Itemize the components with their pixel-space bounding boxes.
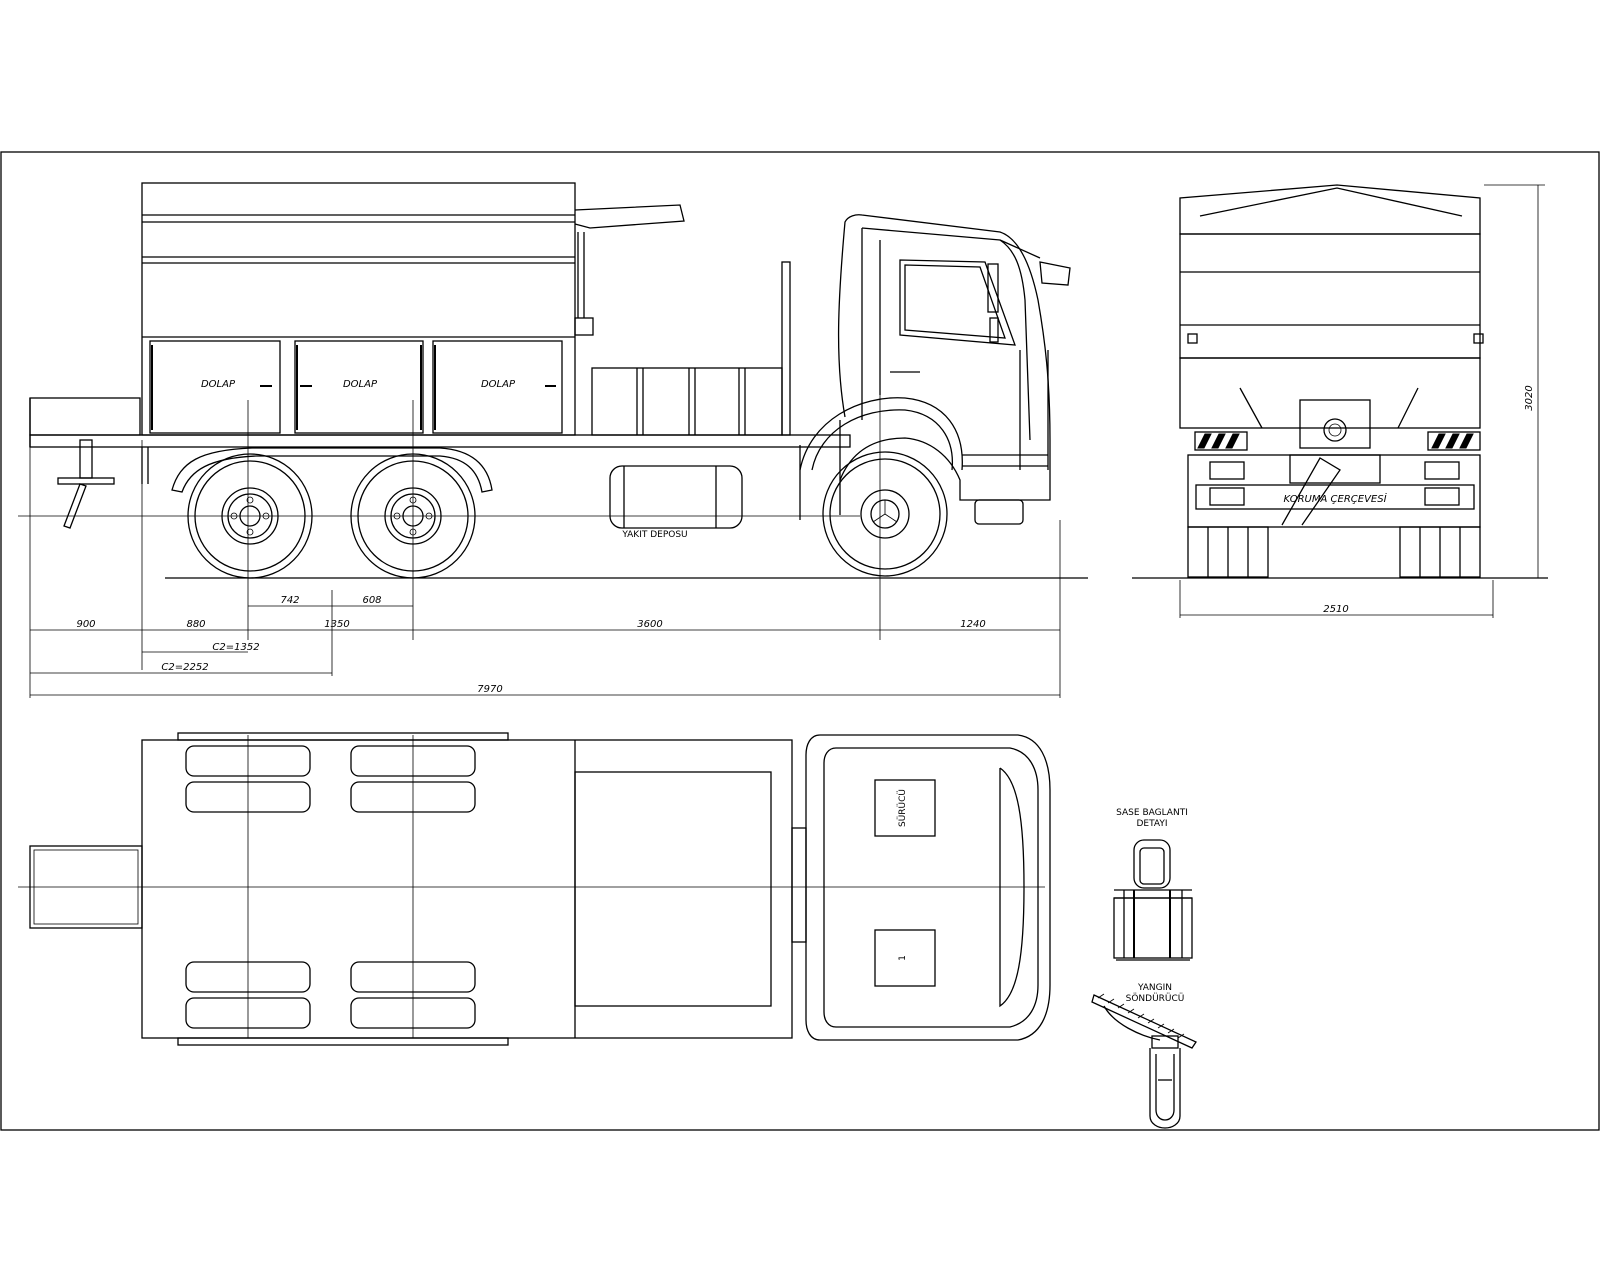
fire-extinguisher-detail: YANGIN SÖNDÜRÜCÜ [1091,983,1197,1129]
driver-seat [874,779,936,837]
dim-total: 7970 [477,684,502,695]
dim-900: 900 [76,619,95,630]
dim-608: 608 [362,595,381,606]
dim-c2-2252: C2=2252 [161,662,208,673]
passenger-seat-label: 1 [898,955,908,961]
dim-c2-1352: C2=1352 [212,642,259,653]
dim-880: 880 [186,619,205,630]
side-compartment-2 [294,340,424,434]
side-dimensions: 742 608 900 880 1350 3600 1240 C2=1352 C… [30,590,1060,696]
fuel-tank: YAKIT DEPOSU [609,465,743,540]
compartment-label-2: DOLAP [343,379,378,390]
dim-3600: 3600 [637,619,662,630]
extinguisher-title-2: SÖNDÜRÜCÜ [1126,993,1185,1004]
rear-view: KORUMA ÇERÇEVESİ 2510 3020 [1132,184,1548,618]
fuel-tank-label: YAKIT DEPOSU [621,530,687,540]
dim-742: 742 [280,595,299,606]
cab-top: SÜRÜCÜ 1 [791,734,1051,1041]
warning-stripes-left [1197,433,1240,449]
chassis-detail-title-2: DETAYI [1136,819,1167,829]
passenger-seat [874,929,936,987]
compartment-label-3: DOLAP [481,379,516,390]
top-tyres [185,745,476,1029]
rear-width-dim: 2510 [1323,604,1348,615]
chassis-connection-detail: SASE BAGLANTI DETAYI [1113,808,1193,961]
driver-seat-label: SÜRÜCÜ [897,789,908,827]
side-view: DOLAP DOLAP DOLAP [18,182,1088,698]
compartment-label-1: DOLAP [201,379,236,390]
side-compartment-3 [432,340,563,434]
dim-1240: 1240 [960,619,985,630]
top-view: SÜRÜCÜ 1 [18,732,1051,1046]
rear-height-dim: 3020 [1524,385,1535,410]
sheet-frame [0,151,1600,1131]
side-compartment-1 [149,340,281,434]
front-wheel [822,451,948,577]
chassis-detail-title-1: SASE BAGLANTI [1116,808,1188,818]
dim-1350: 1350 [324,619,349,630]
guard-label: KORUMA ÇERÇEVESİ [1283,492,1387,505]
warning-stripes-right [1431,433,1474,449]
extinguisher-title-1: YANGIN [1137,983,1172,993]
cab [799,214,1071,525]
